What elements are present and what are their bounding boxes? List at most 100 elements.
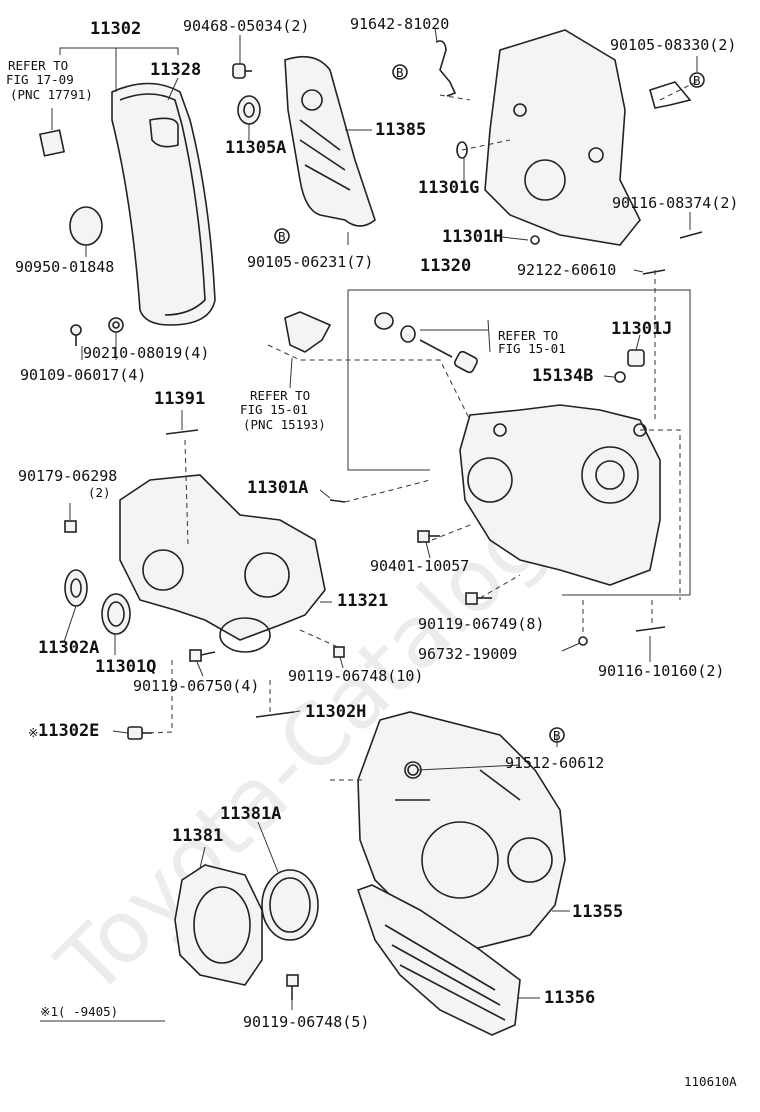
b-marker-icon: B [274, 228, 290, 244]
label-90105-08330[interactable]: 90105-08330(2) [610, 36, 736, 54]
dashed-guides [147, 79, 701, 1000]
part-90950-plug[interactable] [69, 206, 103, 246]
part-11356-plate[interactable] [356, 884, 521, 1036]
part-relief-valve-set[interactable] [374, 312, 479, 374]
refer-note-17-09[interactable]: REFER TO FIG 17-09 (PNC 17791) [6, 58, 93, 102]
part-11301Q-seal[interactable] [101, 593, 131, 635]
part-11381-retainer[interactable] [174, 864, 263, 986]
label-11328[interactable]: 11328 [150, 60, 201, 80]
label-91642[interactable]: 91642-81020 [350, 15, 449, 33]
label-90179[interactable]: 90179-06298 [18, 467, 117, 485]
svg-text:(PNC 15193): (PNC 15193) [243, 417, 326, 432]
part-11391-dowel[interactable] [165, 429, 199, 435]
b-markers: B B B B [274, 64, 705, 743]
part-90119-06748-bolt-10[interactable] [333, 646, 345, 658]
label-11302A[interactable]: 11302A [38, 638, 99, 658]
label-11301A[interactable]: 11301A [247, 478, 308, 498]
label-91512[interactable]: 91512-60612 [505, 754, 604, 772]
refer-note-15-01-a[interactable]: REFER TO FIG 15-01 [498, 328, 566, 356]
b-marker-icon: B [549, 727, 565, 743]
part-11301J-plug[interactable] [627, 349, 645, 367]
part-11301G-oring[interactable] [456, 141, 468, 159]
label-90119-06750[interactable]: 90119-06750(4) [133, 677, 259, 695]
label-11301G[interactable]: 11301G [418, 178, 479, 198]
svg-text:REFER TO: REFER TO [8, 58, 68, 73]
label-11302E[interactable]: 11302E [38, 721, 99, 741]
label-90119-06748-5[interactable]: 90119-06748(5) [243, 1013, 369, 1031]
footnote: ※1( -9405) [40, 1004, 118, 1019]
leader-lines [51, 27, 698, 1010]
label-90116-10160[interactable]: 90116-10160(2) [598, 662, 724, 680]
label-11391[interactable]: 11391 [154, 389, 205, 409]
part-90116-10160-stud[interactable] [635, 626, 666, 632]
svg-text:B: B [553, 728, 561, 743]
star-marker-icon: ※ [28, 725, 38, 740]
label-90179-qty: (2) [88, 485, 111, 500]
b-marker-icon: B [392, 64, 408, 80]
label-11302H[interactable]: 11302H [305, 702, 366, 722]
part-91512-bolt[interactable] [407, 764, 419, 776]
label-11305A[interactable]: 11305A [225, 138, 286, 158]
label-11320[interactable]: 11320 [420, 256, 471, 276]
svg-text:REFER TO: REFER TO [498, 328, 558, 343]
part-gasket-square[interactable] [38, 129, 66, 157]
part-90468-clip[interactable] [232, 63, 252, 79]
label-11356[interactable]: 11356 [544, 988, 595, 1008]
label-90210[interactable]: 90210-08019(4) [83, 344, 209, 362]
part-11302E-bolt[interactable] [127, 726, 152, 740]
part-bracket-right[interactable] [649, 81, 692, 109]
part-11302-timing-cover[interactable] [111, 82, 216, 326]
part-90119-06750-bolt[interactable] [189, 649, 216, 662]
part-labels: 11302 11328 90468-05034(2) 91642-81020 9… [15, 15, 738, 1031]
part-11301G-plate[interactable] [484, 29, 641, 246]
part-gasket-15193[interactable] [284, 311, 332, 353]
part-11385-inner-cover[interactable] [284, 55, 376, 227]
part-90116-08374-stud[interactable] [679, 231, 703, 239]
label-11385[interactable]: 11385 [375, 120, 426, 140]
label-11381A[interactable]: 11381A [220, 804, 281, 824]
part-96732-ring[interactable] [578, 636, 588, 646]
label-11321[interactable]: 11321 [337, 591, 388, 611]
part-11305A-seal[interactable] [237, 95, 261, 125]
label-11355[interactable]: 11355 [572, 902, 623, 922]
part-11320-oil-pump-case[interactable] [459, 404, 661, 586]
label-11301Q[interactable]: 11301Q [95, 657, 156, 677]
part-11301H-ring[interactable] [530, 235, 540, 245]
label-90119-06749[interactable]: 90119-06749(8) [418, 615, 544, 633]
label-90116-08374[interactable]: 90116-08374(2) [612, 194, 738, 212]
label-90468[interactable]: 90468-05034(2) [183, 17, 309, 35]
part-15134B-oring[interactable] [614, 371, 626, 383]
svg-text:REFER TO: REFER TO [250, 388, 310, 403]
label-92122[interactable]: 92122-60610 [517, 261, 616, 279]
part-90119-06748-bolt-5[interactable] [286, 974, 299, 1000]
b-marker-icon: B [689, 72, 705, 88]
refer-note-15-01-b[interactable]: REFER TO FIG 15-01 (PNC 15193) [240, 388, 326, 432]
part-90109-bolt[interactable] [70, 324, 82, 346]
label-90401[interactable]: 90401-10057 [370, 557, 469, 575]
part-90210-washer[interactable] [108, 317, 124, 333]
part-90401-bolt[interactable] [417, 530, 440, 543]
label-90105-06231[interactable]: 90105-06231(7) [247, 253, 373, 271]
svg-text:FIG 15-01: FIG 15-01 [498, 341, 566, 356]
figure-id: 110610A [684, 1074, 737, 1089]
part-11321-front-cover[interactable] [119, 474, 326, 653]
label-11301J[interactable]: 11301J [611, 319, 672, 339]
part-11301A-pin[interactable] [329, 499, 346, 503]
part-90179-nut[interactable] [64, 520, 77, 533]
part-92122-stud[interactable] [642, 269, 666, 275]
label-90119-06748-10[interactable]: 90119-06748(10) [288, 667, 423, 685]
label-90109[interactable]: 90109-06017(4) [20, 366, 146, 384]
label-11381[interactable]: 11381 [172, 826, 223, 846]
svg-text:FIG 15-01: FIG 15-01 [240, 402, 308, 417]
label-96732[interactable]: 96732-19009 [418, 645, 517, 663]
label-11302[interactable]: 11302 [90, 19, 141, 39]
part-11302A-seal[interactable] [64, 569, 88, 607]
part-11302H-stud[interactable] [255, 711, 295, 718]
label-15134B[interactable]: 15134B [532, 366, 593, 386]
part-11381A-seal[interactable] [261, 869, 319, 941]
label-11301H[interactable]: 11301H [442, 227, 503, 247]
part-91642-bracket[interactable] [435, 40, 457, 97]
part-90119-06749-bolt[interactable] [465, 592, 492, 605]
label-90950[interactable]: 90950-01848 [15, 258, 114, 276]
